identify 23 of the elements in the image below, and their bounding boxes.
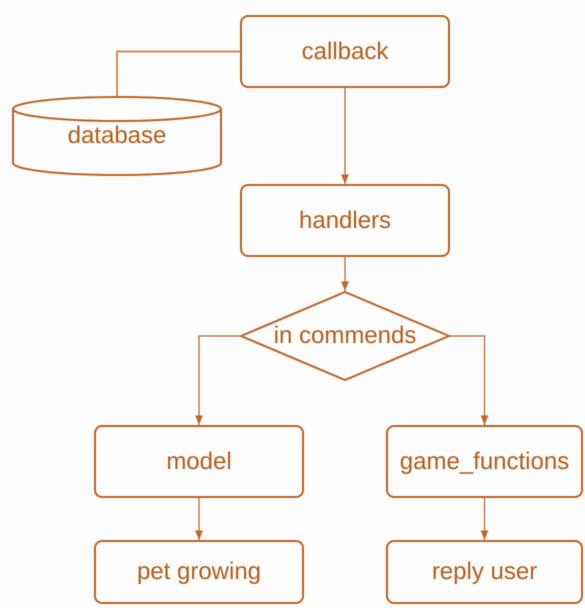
arrow bbox=[341, 88, 349, 184]
node-label: in commends bbox=[274, 322, 416, 349]
database-cylinder bbox=[12, 97, 222, 175]
node-label: reply user bbox=[432, 558, 538, 585]
node-label: pet growing bbox=[136, 558, 262, 585]
node-label: game_functions bbox=[400, 448, 570, 474]
arrow bbox=[195, 498, 203, 540]
process-box bbox=[94, 425, 304, 498]
connector-line bbox=[116, 50, 240, 97]
arrow bbox=[341, 257, 349, 291]
process-box bbox=[240, 15, 450, 88]
process-box bbox=[94, 540, 304, 604]
arrow bbox=[195, 335, 240, 425]
node-label: model bbox=[166, 448, 232, 474]
arrow bbox=[480, 498, 488, 540]
process-box bbox=[240, 184, 450, 257]
process-box bbox=[386, 540, 583, 604]
node-label: database bbox=[68, 122, 166, 149]
node-label: callback bbox=[302, 38, 388, 64]
node-label: handlers bbox=[298, 206, 392, 234]
decision-diamond bbox=[240, 291, 450, 381]
process-box bbox=[386, 425, 583, 498]
arrow bbox=[450, 335, 488, 425]
